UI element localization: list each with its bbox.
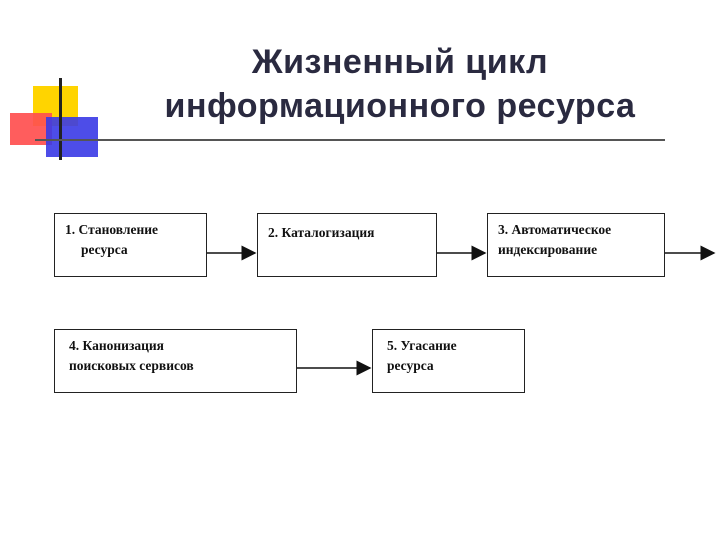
step-3-line-1: 3. Автоматическое xyxy=(498,222,612,237)
title-line-1: Жизненный цикл xyxy=(251,43,549,81)
title-line-2: информационного ресурса xyxy=(164,87,636,125)
step-box-4: 4. Канонизация поисковых сервисов xyxy=(54,329,297,393)
step-box-3: 3. Автоматическое индексирование xyxy=(487,213,665,277)
step-4-line-1: 4. Канонизация xyxy=(69,338,164,353)
decor-blue-square xyxy=(46,117,98,157)
step-box-5: 5. Угасание ресурса xyxy=(372,329,525,393)
step-2-line-1: 2. Каталогизация xyxy=(268,225,375,240)
title-underline xyxy=(35,139,665,141)
step-1-line-1: 1. Становление xyxy=(65,222,159,237)
slide-title: Жизненный цикл информационного ресурса xyxy=(120,40,680,128)
step-box-1: 1. Становление ресурса xyxy=(54,213,207,277)
step-1-line-2: ресурса xyxy=(81,242,128,257)
step-5-line-2: ресурса xyxy=(387,358,434,373)
decor-vertical-line xyxy=(59,78,62,160)
step-box-2: 2. Каталогизация xyxy=(257,213,437,277)
step-3-line-2: индексирование xyxy=(498,242,598,257)
step-4-line-2: поисковых сервисов xyxy=(69,358,194,373)
step-5-line-1: 5. Угасание xyxy=(387,338,457,353)
